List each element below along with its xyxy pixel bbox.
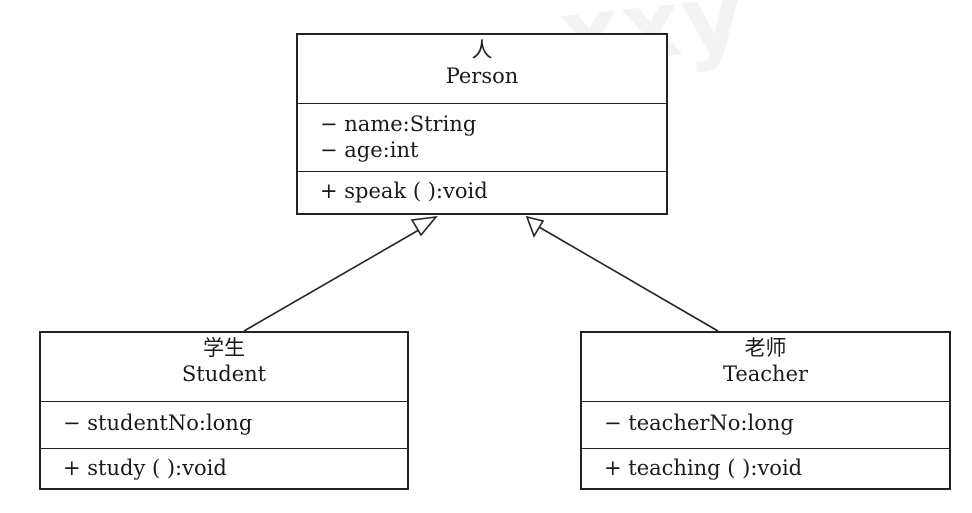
operation-study: + study ( ):void bbox=[63, 456, 227, 480]
attribute-name: − name:String bbox=[320, 112, 477, 136]
attribute-student-no: − studentNo:long bbox=[63, 411, 253, 435]
attribute-teacher-no: − teacherNo:long bbox=[604, 411, 794, 435]
student-generalization-arrowhead bbox=[410, 215, 438, 237]
operations-section: + teaching ( ):void bbox=[582, 448, 949, 481]
class-english-name: Teacher bbox=[722, 362, 809, 386]
attributes-section: − teacherNo:long bbox=[582, 401, 949, 448]
operations-section: + speak ( ):void bbox=[298, 171, 666, 204]
class-chinese-name: 学生 bbox=[203, 336, 245, 360]
class-teacher[interactable]: 老师 Teacher − teacherNo:long + teaching (… bbox=[580, 331, 951, 490]
teacher-inheritance-line bbox=[538, 226, 719, 332]
class-english-name: Student bbox=[181, 362, 267, 386]
class-english-name: Person bbox=[445, 64, 519, 88]
class-student[interactable]: 学生 Student − studentNo:long + study ( ):… bbox=[39, 331, 409, 490]
class-person[interactable]: 人 Person − name:String − age:int + speak… bbox=[296, 33, 668, 215]
teacher-generalization-arrowhead bbox=[525, 215, 545, 238]
attribute-age: − age:int bbox=[320, 138, 419, 162]
attributes-section: − studentNo:long bbox=[41, 401, 407, 448]
operation-teaching: + teaching ( ):void bbox=[604, 456, 803, 480]
student-inheritance-line bbox=[243, 226, 425, 332]
operations-section: + study ( ):void bbox=[41, 448, 407, 481]
class-name-section: 学生 Student bbox=[41, 333, 407, 401]
attributes-section: − name:String − age:int bbox=[298, 103, 666, 171]
class-name-section: 人 Person bbox=[298, 35, 666, 103]
class-chinese-name: 人 bbox=[471, 38, 493, 62]
class-chinese-name: 老师 bbox=[744, 336, 787, 360]
class-name-section: 老师 Teacher bbox=[582, 333, 949, 401]
operation-speak: + speak ( ):void bbox=[320, 179, 488, 203]
